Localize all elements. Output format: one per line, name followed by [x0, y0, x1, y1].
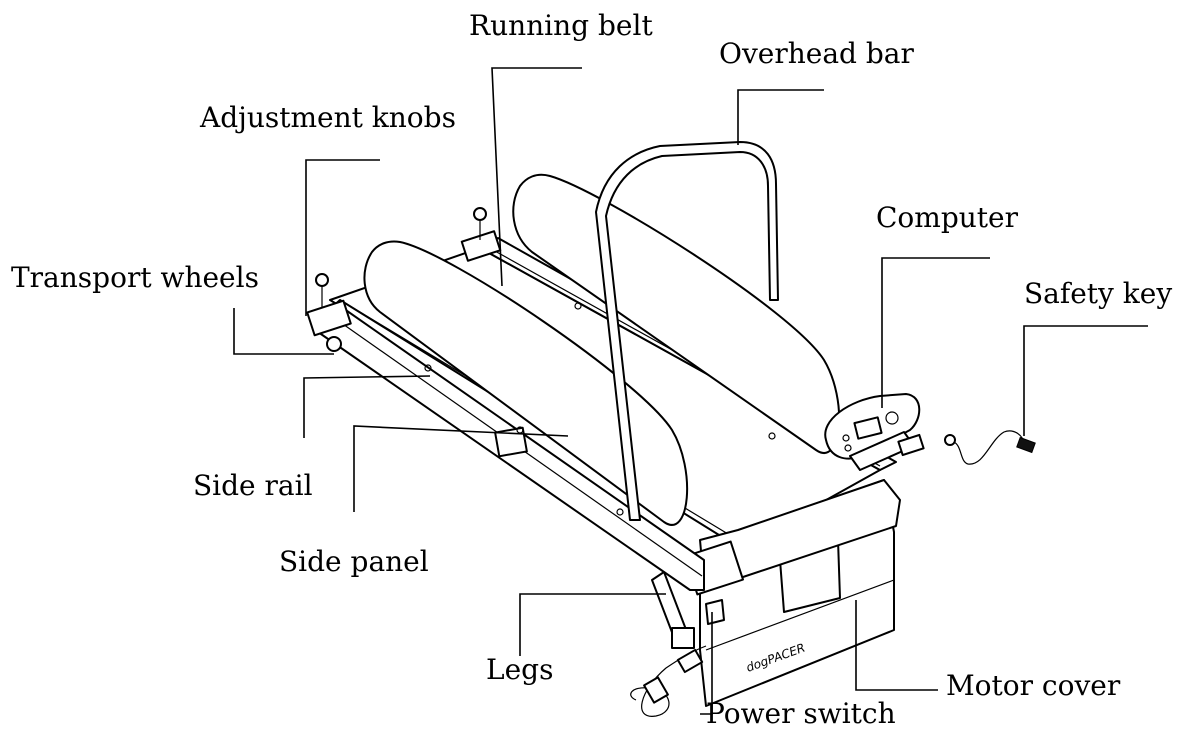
label-power-switch: Power switch	[706, 697, 896, 730]
side-panel-far-shape	[512, 173, 841, 454]
leader-motor-cover	[855, 600, 938, 691]
label-overhead-bar: Overhead bar	[719, 37, 914, 70]
legs-shape	[651, 571, 725, 649]
label-adjustment-knobs: Adjustment knobs	[200, 101, 456, 134]
adjustment-knobs-shape	[315, 207, 487, 308]
computer-console-shape	[824, 393, 925, 471]
power-cord-shape	[630, 645, 707, 717]
transport-wheels-shape	[306, 230, 502, 352]
label-side-panel: Side panel	[279, 545, 429, 578]
leader-legs	[519, 593, 666, 656]
leader-running-belt	[491, 67, 582, 287]
safety-key-shape	[944, 430, 1036, 465]
leader-side-rail	[303, 375, 431, 438]
label-motor-cover: Motor cover	[946, 669, 1121, 702]
leader-adjustment-knobs	[305, 159, 380, 316]
leader-transport-wheels	[233, 308, 334, 355]
leader-safety-key	[1023, 325, 1148, 436]
overhead-bar-shape	[595, 141, 779, 521]
label-running-belt: Running belt	[469, 9, 653, 42]
leader-lines	[233, 67, 1148, 715]
leader-overhead-bar	[737, 89, 824, 145]
label-safety-key: Safety key	[1024, 277, 1173, 310]
label-legs: Legs	[486, 653, 554, 686]
leader-computer	[881, 257, 990, 408]
leader-side-panel	[353, 425, 569, 512]
label-transport-wheels: Transport wheels	[11, 261, 259, 294]
label-side-rail: Side rail	[193, 469, 313, 502]
leader-power-switch	[700, 612, 713, 715]
label-computer: Computer	[876, 201, 1018, 234]
